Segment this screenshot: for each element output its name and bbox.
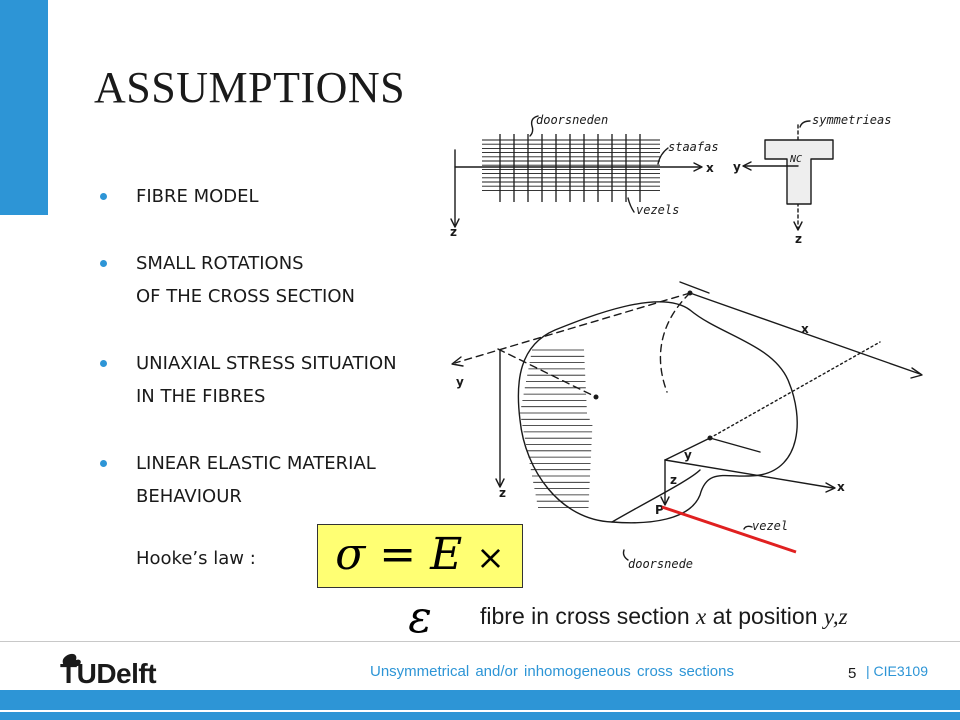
label-staafas: staafas	[668, 140, 719, 154]
label-vezels: vezels	[636, 203, 679, 217]
label-doorsneden: doorsneden	[536, 113, 608, 127]
bullet-line: IN THE FIBRES	[136, 386, 266, 407]
axis-z: z	[795, 232, 802, 246]
bullet-line: FIBRE MODEL	[136, 186, 259, 207]
formula-equals: =	[379, 529, 417, 580]
hookes-law-label: Hooke’s law :	[136, 548, 256, 569]
axis-z: z	[499, 486, 506, 500]
axis-x: x	[837, 480, 845, 494]
fibre-line	[661, 505, 797, 554]
formula-e: E	[430, 529, 463, 580]
axis-y: y	[456, 375, 464, 389]
figure-caption: fibre in cross section x at position y,z	[480, 603, 848, 630]
axis-y: y	[684, 448, 692, 462]
footer-bar	[0, 690, 960, 720]
bullet-uniaxial-stress: UNIAXIAL STRESS SITUATION IN THE FIBRES	[96, 347, 476, 413]
presentation-title: Unsymmetrical and/or inhomogeneous cross…	[370, 663, 734, 680]
bullet-dot-icon	[100, 193, 107, 200]
label-symmetrieas: symmetrieas	[812, 113, 891, 127]
axis-x: x	[801, 322, 809, 336]
course-code: | CIE3109	[866, 663, 929, 679]
axis-y: y	[733, 160, 741, 174]
bullet-line: SMALL ROTATIONS	[136, 253, 304, 274]
axis-z: z	[670, 473, 677, 487]
formula-times: ×	[476, 538, 505, 578]
formula-epsilon: ε	[408, 592, 432, 643]
label-p: P	[655, 503, 664, 517]
bullet-line: LINEAR ELASTIC MATERIAL	[136, 453, 376, 474]
slide-title: ASSUMPTIONS	[94, 63, 406, 112]
caption-yz: y,z	[823, 604, 848, 629]
label-vezel: vezel	[752, 519, 788, 533]
bullet-line: OF THE CROSS SECTION	[136, 286, 355, 307]
bullet-dot-icon	[100, 260, 107, 267]
footer-stripe	[0, 710, 960, 712]
page-number: 5	[848, 665, 857, 682]
point-marker	[707, 435, 713, 441]
label-doorsnede: doorsnede	[628, 557, 693, 571]
tu-delft-logo: TUDelft	[60, 658, 157, 689]
bullet-fibre-model: FIBRE MODEL	[96, 180, 476, 213]
bullet-small-rotations: SMALL ROTATIONS OF THE CROSS SECTION	[96, 247, 476, 313]
bullet-linear-elastic: LINEAR ELASTIC MATERIAL BEHAVIOUR	[96, 447, 476, 513]
bullet-dot-icon	[100, 460, 107, 467]
bullet-line: UNIAXIAL STRESS SITUATION	[136, 353, 397, 374]
caption-x: x	[696, 604, 707, 629]
footer-divider	[0, 641, 960, 642]
point-marker	[593, 394, 599, 400]
label-nc: NC	[789, 154, 802, 165]
fibre-bundle-drawing: doorsneden staafas vezels x z	[450, 113, 719, 239]
accent-bar	[0, 0, 48, 215]
tu-delft-flame-icon	[62, 653, 81, 666]
axis-x: x	[706, 161, 714, 175]
assumption-list: FIBRE MODEL SMALL ROTATIONS OF THE CROSS…	[96, 180, 476, 513]
t-section-drawing: y z NC symmetrieas	[733, 113, 891, 246]
cross-section-3d-sketch: x y z y x z z P vezel doorsnede	[451, 281, 923, 571]
hookes-law-formula: σ = E × ε	[317, 524, 523, 643]
axis-z: z	[450, 225, 457, 239]
bullet-line: BEHAVIOUR	[136, 486, 242, 507]
caption-part: fibre in cross section	[480, 603, 697, 629]
formula-sigma: σ	[335, 529, 366, 580]
bullet-dot-icon	[100, 360, 107, 367]
point-marker	[687, 290, 693, 296]
caption-part: at position	[706, 603, 824, 629]
